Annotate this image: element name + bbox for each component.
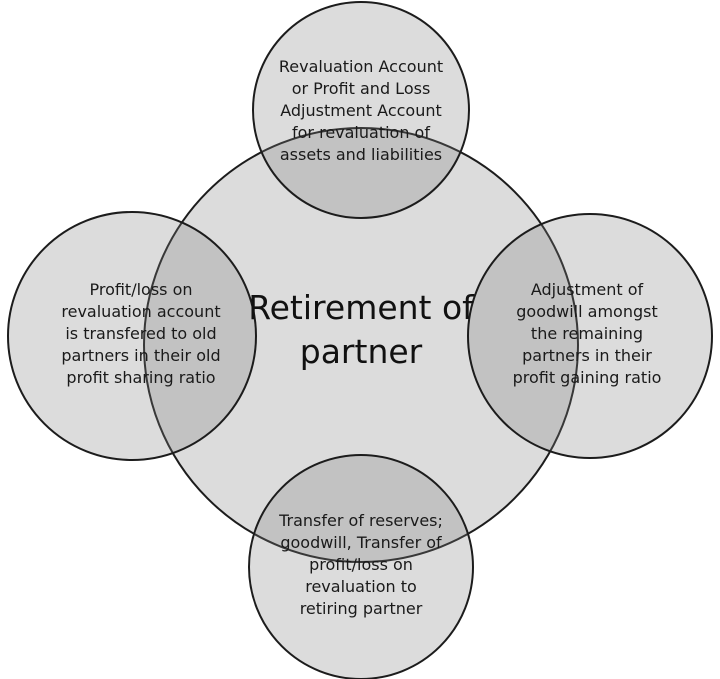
left-label-line-5: profit sharing ratio [66,368,216,387]
left-circle [7,211,257,461]
bottom-node-label: Transfer of reserves; goodwill, Transfer… [256,506,466,624]
left-label-line-3: is transfered to old [65,324,217,343]
left-node-label: Profit/loss on revaluation account is tr… [36,275,246,393]
bottom-label-line-1: Transfer of reserves; [279,511,443,530]
bottom-label-line-4: revaluation to [305,577,417,596]
bottom-label-line-2: goodwill, Transfer of [280,533,442,552]
top-label-line-5: assets and liabilities [279,145,443,164]
center-node-label: Retirement of partner [220,280,502,380]
right-label-line-5: profit gaining ratio [512,368,662,387]
left-label-line-2: revaluation account [61,302,221,321]
bottom-label-line-3: profit/loss on [309,555,413,574]
right-label-line-4: partners in their [522,346,652,365]
top-label-line-2: or Profit and Loss [291,79,431,98]
center-label-line-1: Retirement of [248,288,474,327]
right-label-line-1: Adjustment of [530,280,644,299]
right-label-line-2: goodwill amongst [516,302,658,321]
top-node-label: Revaluation Account or Profit and Loss A… [256,52,466,170]
bottom-label-line-5: retiring partner [299,599,423,618]
left-label-line-4: partners in their old [61,346,221,365]
top-label-line-1: Revaluation Account [278,57,444,76]
center-label-line-2: partner [299,332,423,371]
center-circle [143,127,579,563]
top-circle [252,1,470,219]
bottom-circle [248,454,474,679]
top-label-line-3: Adjustment Account [280,101,442,120]
top-label-line-4: for revaluation of [292,123,430,142]
left-label-line-1: Profit/loss on [89,280,193,299]
right-label-line-3: the remaining [530,324,644,343]
right-circle [467,213,713,459]
right-node-label: Adjustment of goodwill amongst the remai… [482,275,692,393]
